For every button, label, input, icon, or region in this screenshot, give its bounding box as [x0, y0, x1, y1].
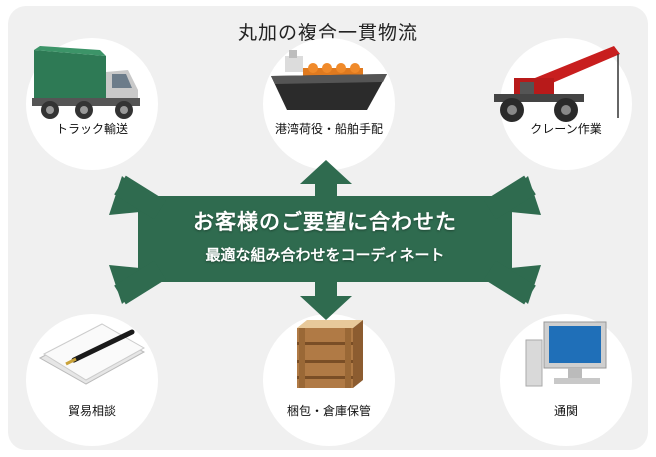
- service-label-port: 港湾荷役・船舶手配: [274, 122, 383, 136]
- ship-icon: [271, 50, 387, 110]
- center-message: お客様のご要望に合わせた 最適な組み合わせをコーディネート: [150, 206, 500, 265]
- service-node-trade: 貿易相談: [26, 314, 158, 446]
- service-label-warehouse: 梱包・倉庫保管: [286, 404, 371, 418]
- service-node-warehouse: 梱包・倉庫保管: [263, 314, 395, 446]
- service-label-crane: クレーン作業: [530, 122, 602, 136]
- service-node-truck: トラック輸送: [26, 38, 158, 170]
- center-hub-box: [138, 196, 512, 282]
- service-label-trade: 貿易相談: [67, 404, 116, 418]
- service-label-customs: 通関: [553, 404, 578, 418]
- arrow-down: [300, 296, 352, 320]
- computer-icon: [525, 321, 607, 387]
- diagram-title: 丸加の複合一貫物流: [237, 22, 418, 44]
- crane-icon: [494, 46, 620, 122]
- truck-icon: [32, 46, 140, 119]
- crate-icon: [297, 320, 363, 388]
- center-headline: お客様のご要望に合わせた: [193, 210, 457, 234]
- pen-paper-icon: [38, 323, 146, 385]
- center-subline: 最適な組み合わせをコーディネート: [205, 246, 445, 264]
- arrow-up: [300, 160, 352, 184]
- service-node-port: 港湾荷役・船舶手配: [263, 38, 395, 170]
- service-label-truck: トラック輸送: [55, 122, 128, 136]
- service-node-customs: 通関: [500, 314, 632, 446]
- service-node-crane: クレーン作業: [494, 38, 632, 170]
